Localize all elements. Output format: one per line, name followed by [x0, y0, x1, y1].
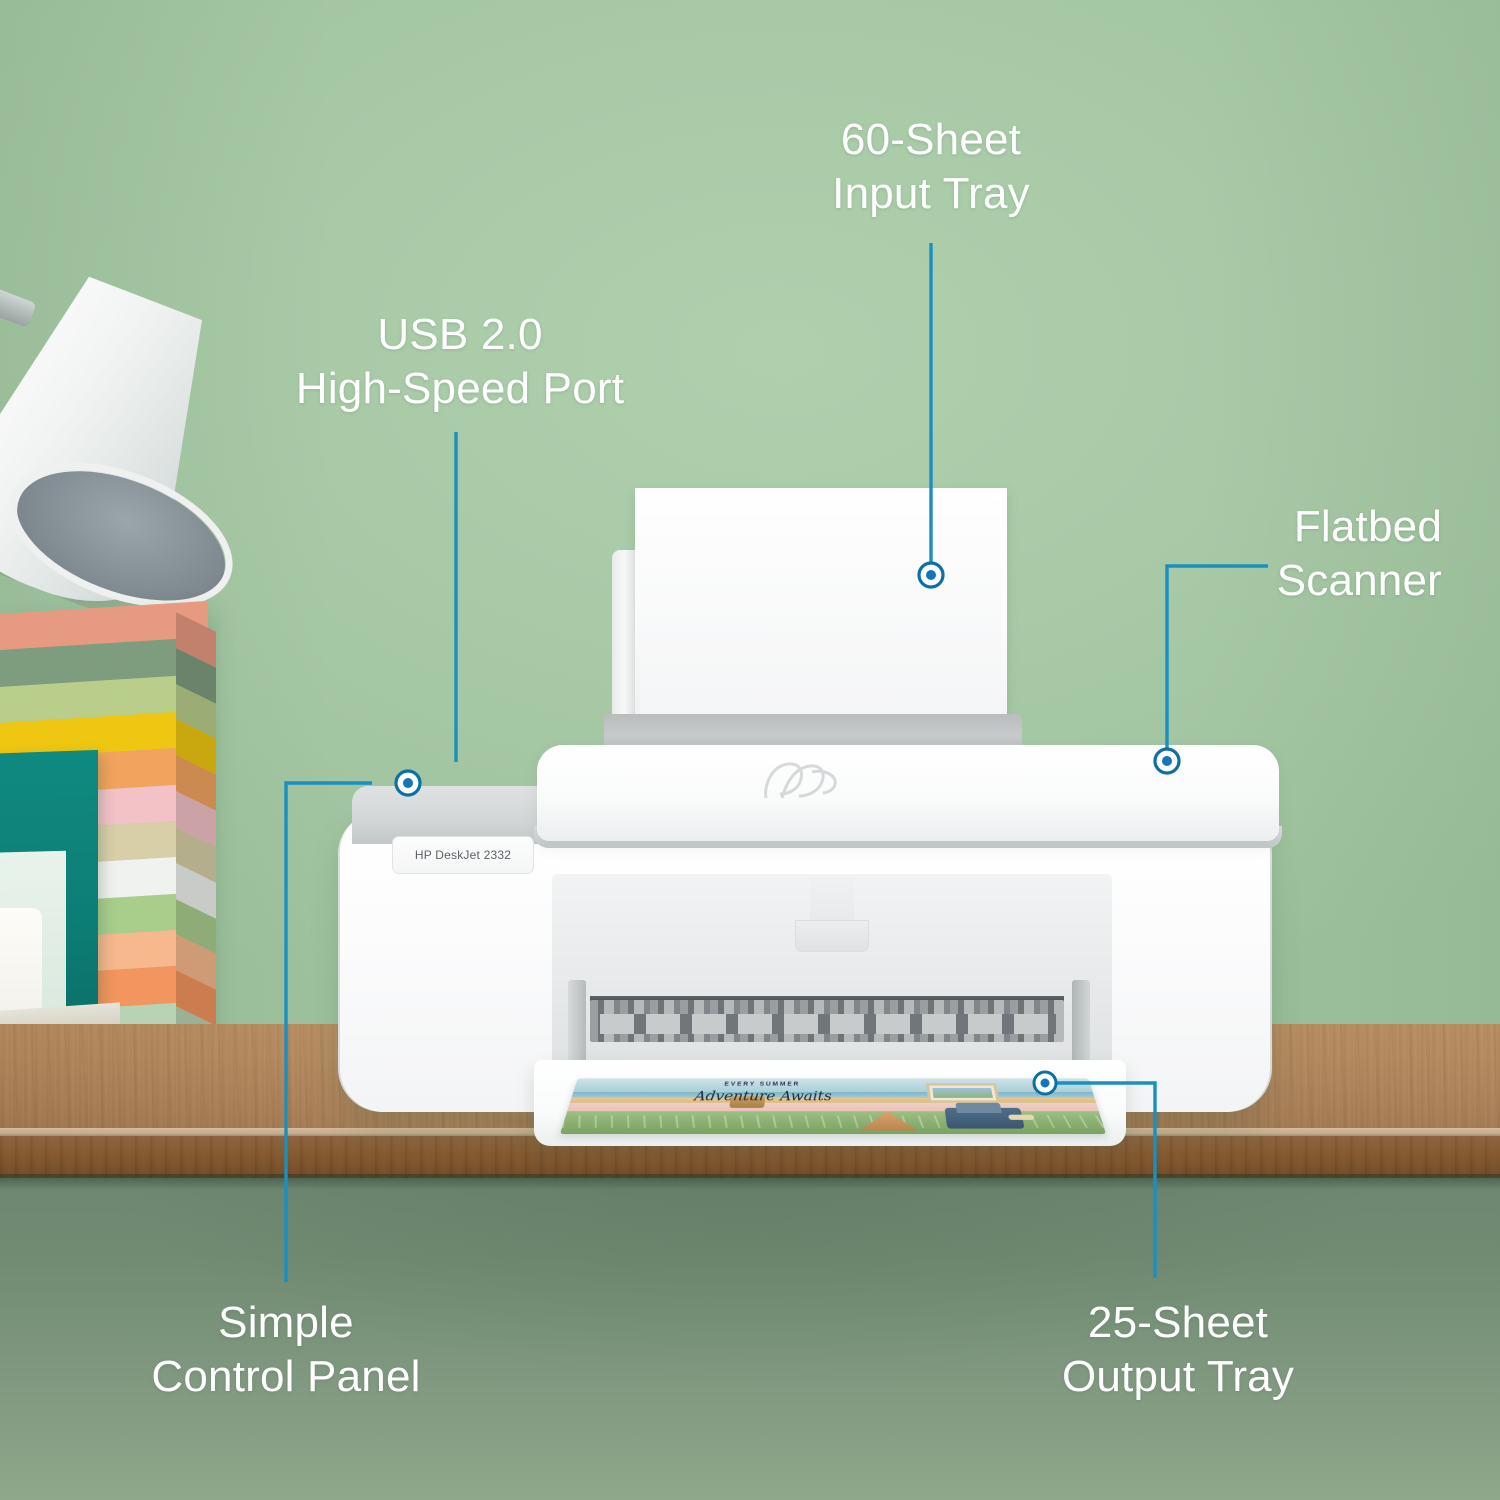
photo-picture-frame: [926, 1083, 1000, 1103]
input-tray-paper-top-sheet: [640, 500, 1002, 728]
model-name-text: HP DeskJet 2332: [414, 848, 512, 862]
hp-logo: [760, 758, 846, 804]
flatbed-scanner-lid[interactable]: [537, 745, 1279, 841]
photo-script-text: Adventure Awaits: [693, 1088, 832, 1104]
floor-shading: [0, 1168, 1500, 1500]
paper-feed-rollers: [600, 1014, 1056, 1034]
tray-rail-left: [568, 980, 586, 1078]
printed-photo: EVERY SUMMER Adventure Awaits: [560, 1078, 1106, 1134]
photo-car-top: [955, 1102, 1002, 1113]
access-door-stem: [810, 876, 854, 922]
tray-rail-right: [1072, 980, 1090, 1078]
model-name-plate: HP DeskJet 2332: [392, 836, 534, 874]
floor-background: [0, 1168, 1500, 1500]
photo-kicker-text: EVERY SUMMER: [724, 1081, 801, 1088]
access-door-handle[interactable]: [795, 920, 869, 952]
photo-path-detail: [1007, 1114, 1035, 1120]
control-panel[interactable]: [352, 786, 562, 844]
